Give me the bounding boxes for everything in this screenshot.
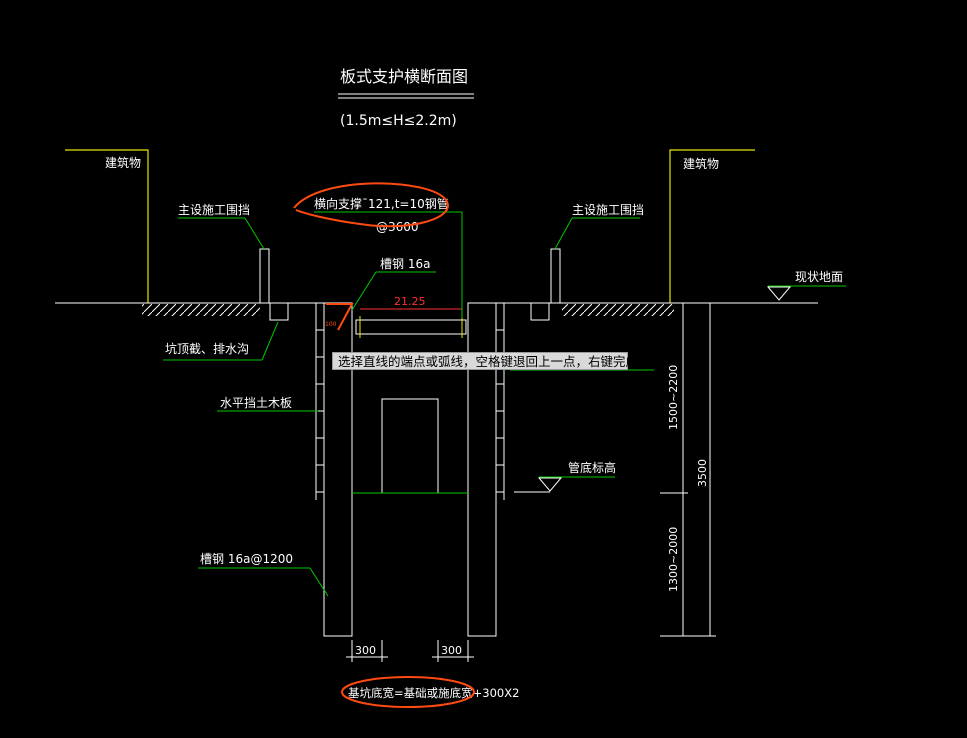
pile-right [467, 302, 497, 637]
fence-left-leader [244, 217, 265, 250]
channel-pile-leader [309, 567, 329, 597]
bottom-note: 基坑底宽=基础或施底宽+300X2 [348, 686, 519, 700]
drawing-title: 板式支护横断面图 [340, 67, 468, 86]
strut-length: 21.25 [394, 295, 426, 308]
pipe-elevation-label: 管底标高 [568, 460, 616, 475]
dim-upper: 1500~2200 [667, 365, 680, 430]
markup-small-mark: 100 [325, 321, 337, 328]
ditch-label: 坑顶截、排水沟 [165, 341, 249, 356]
building-right-label: 建筑物 [683, 156, 719, 171]
ditch-right [530, 303, 550, 321]
dim-total: 3500 [696, 459, 709, 487]
command-prompt-text: 选择直线的端点或弧线，空格键退回上一点，右键完成 [338, 355, 639, 369]
ditch-left [269, 303, 289, 321]
dim-right-300: 300 [441, 644, 462, 657]
strut [355, 319, 467, 335]
strut-label: 横向支撑¯121,t=10钢管 [314, 196, 449, 211]
fence-left-label: 主设施工围挡 [178, 203, 250, 217]
drawing-subtitle: (1.5m≤H≤2.2m) [340, 113, 457, 129]
markup-pile-corner [326, 303, 354, 331]
dim-left-300: 300 [355, 644, 376, 657]
building-left-label: 建筑物 [105, 155, 141, 170]
building-right-outline [669, 149, 755, 303]
command-prompt-tooltip: 选择直线的端点或弧线，空格键退回上一点，右键完成 [332, 352, 638, 370]
ground-level-symbol [766, 286, 792, 301]
pipe-outline [381, 398, 439, 494]
markup-ellipse-bottom [341, 676, 475, 708]
building-left-outline [65, 149, 149, 303]
soil-hatch-left [142, 304, 260, 316]
channel-top-label: 槽钢 16a [380, 257, 430, 271]
ground-existing-label: 现状地面 [795, 270, 843, 284]
dim-lower: 1300~2000 [667, 527, 680, 592]
pipe-elevation-symbol [537, 477, 563, 492]
fence-right-label: 主设施工围挡 [572, 203, 644, 217]
ditch-leader [261, 321, 279, 361]
fence-left [259, 248, 270, 304]
fence-right [550, 248, 561, 304]
soil-hatch-right [562, 304, 674, 316]
channel-pile-label: 槽钢 16a@1200 [200, 552, 293, 566]
markup-swoosh-strut [293, 182, 449, 228]
channel-top-leader [351, 271, 377, 311]
fence-right-leader [554, 217, 573, 250]
lagging-label: 水平挡土木板 [220, 396, 292, 410]
